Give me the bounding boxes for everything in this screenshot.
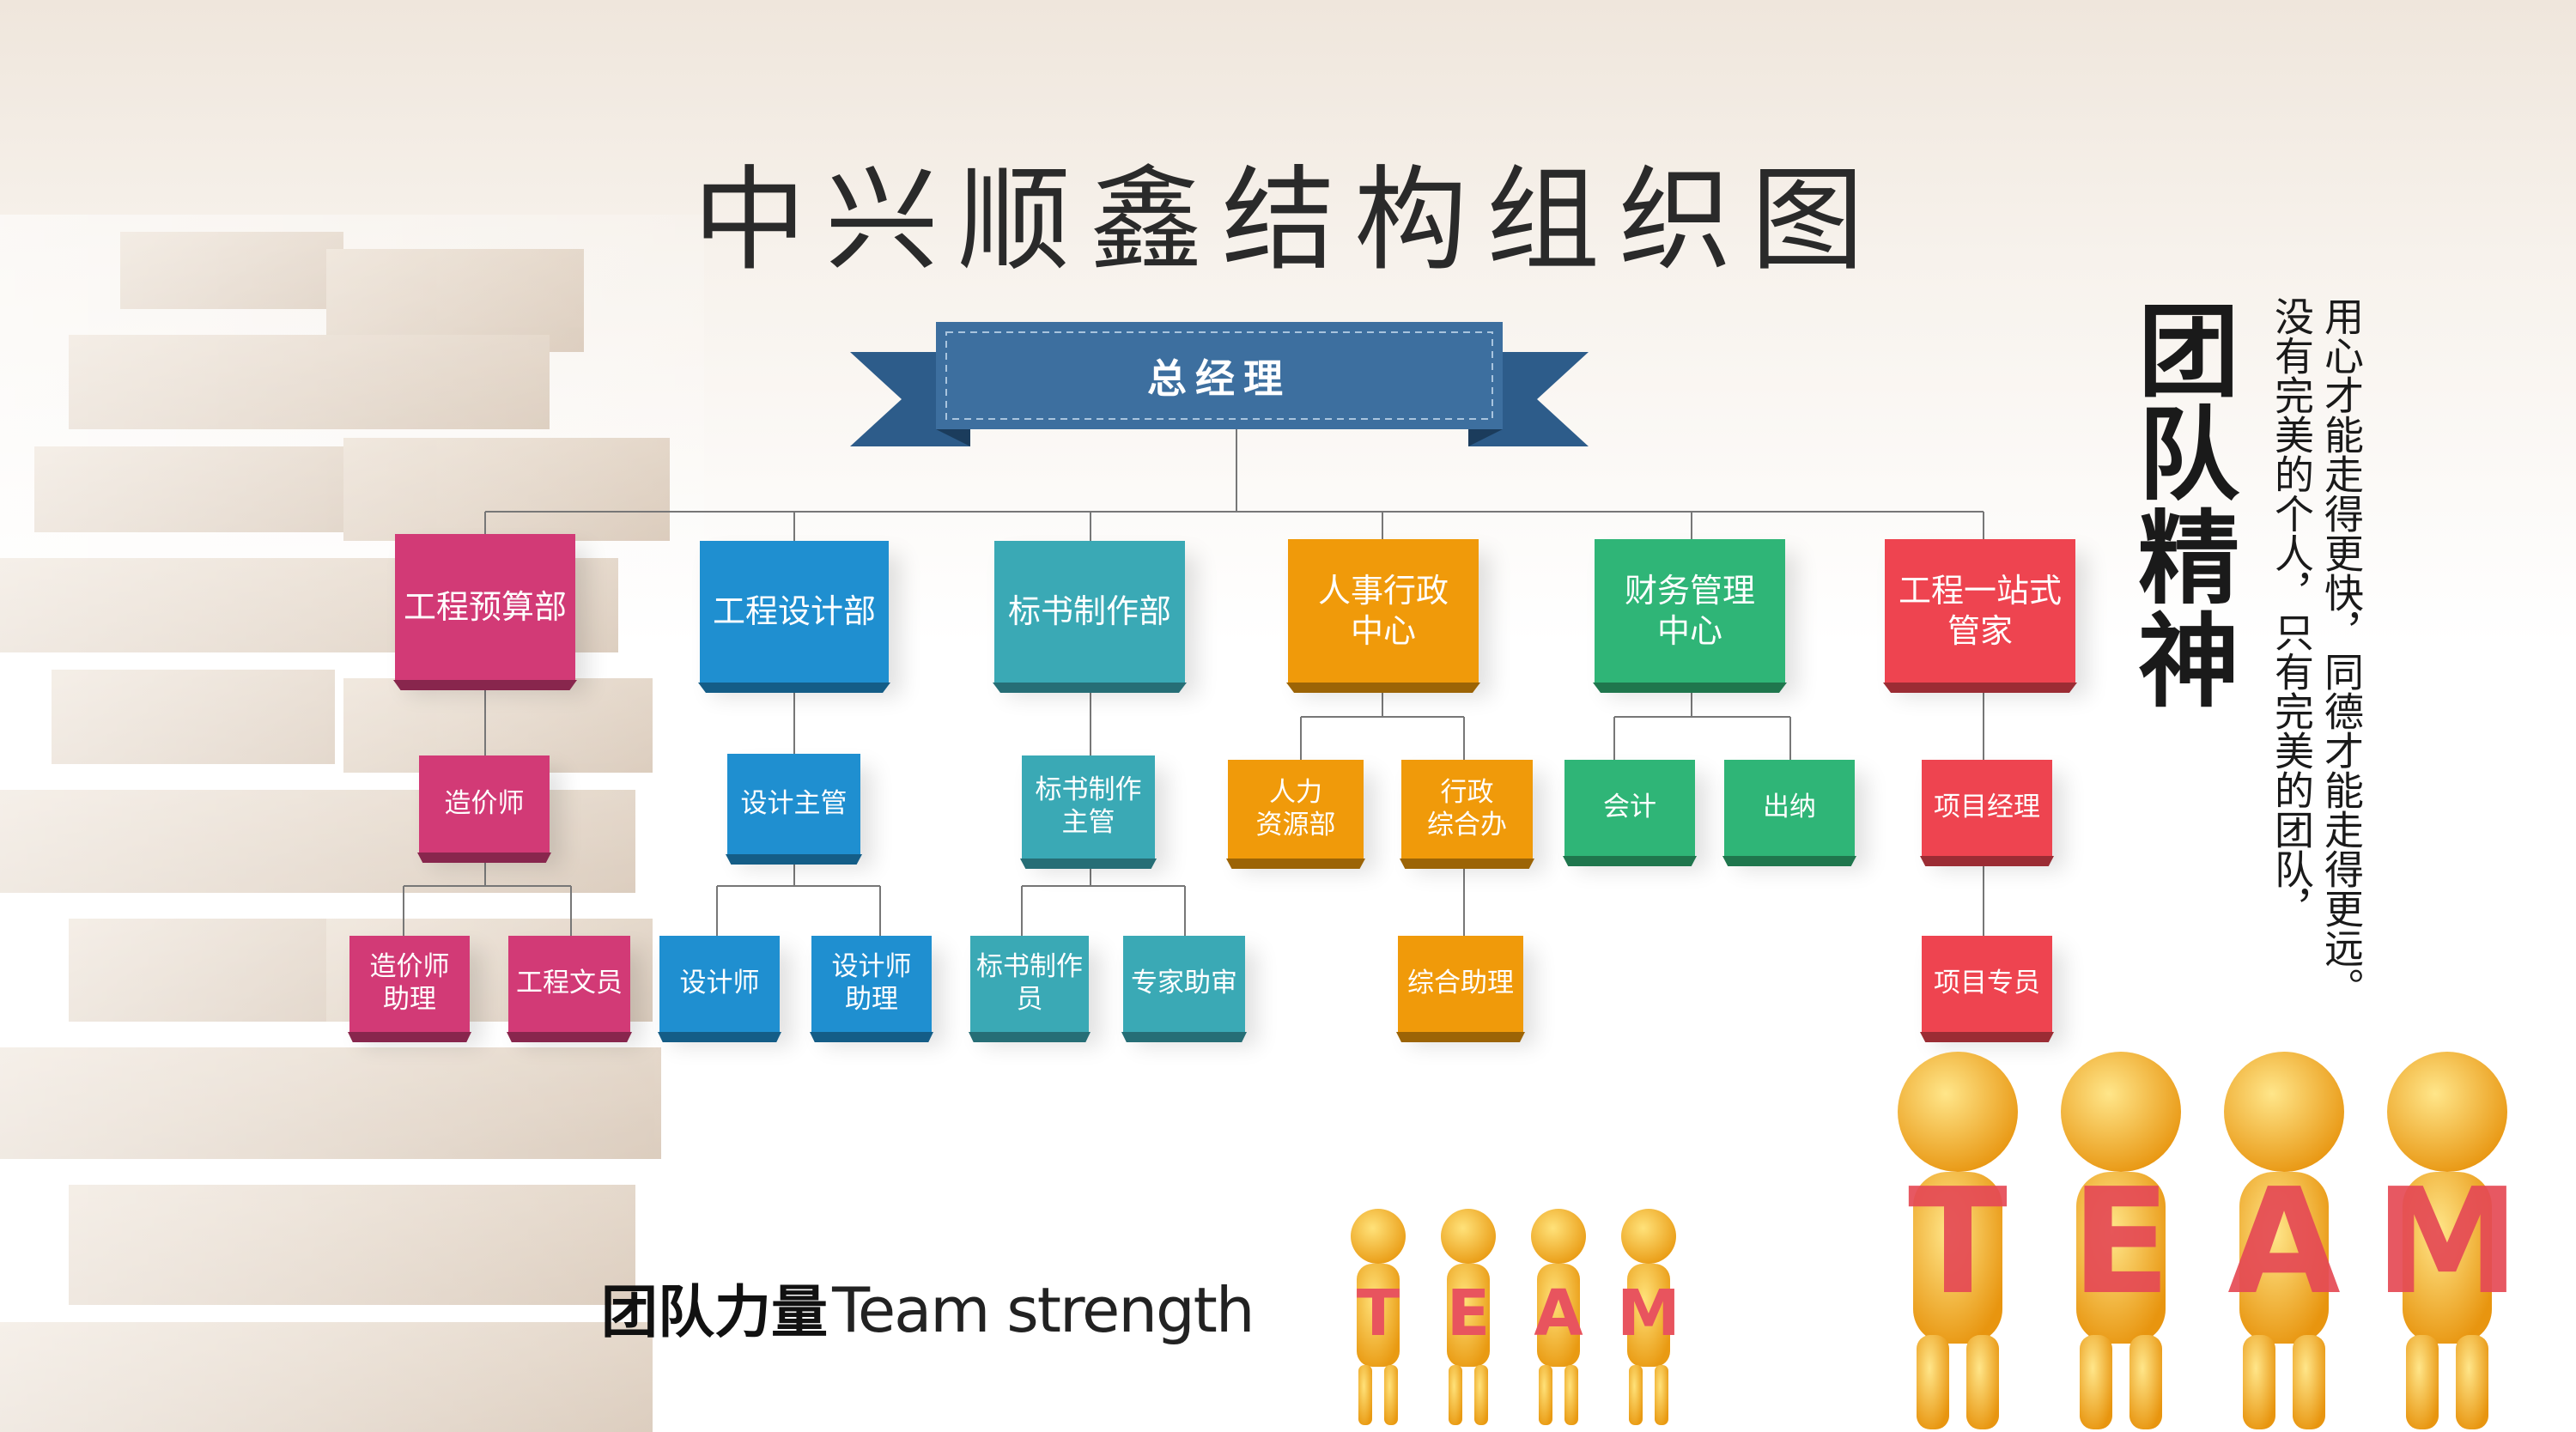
- team-spirit-heading: 团队精神: [2138, 293, 2240, 722]
- dept-hr-admin-center[interactable]: 人事行政 中心: [1288, 539, 1479, 683]
- slogan-line-2: 没有完美的个人，只有完美的团队，: [2269, 296, 2315, 928]
- big-letter-a: A: [2227, 1157, 2341, 1327]
- dept-bid-document[interactable]: 标书制作部: [994, 541, 1185, 683]
- node-general-assistant[interactable]: 综合助理: [1398, 936, 1523, 1032]
- node-hr-department[interactable]: 人力 资源部: [1228, 760, 1364, 859]
- team-strength-caption: 团队力量 Team strength: [601, 1266, 1255, 1349]
- node-cost-engineer-assistant[interactable]: 造价师 助理: [349, 936, 470, 1032]
- node-bid-producer[interactable]: 标书制作 员: [970, 936, 1089, 1032]
- big-letter-e: E: [2071, 1157, 2171, 1327]
- dept-engineering-design[interactable]: 工程设计部: [700, 541, 889, 683]
- big-letter-t: T: [1908, 1157, 2008, 1327]
- node-cost-engineer[interactable]: 造价师: [419, 755, 550, 853]
- team-strength-cn: 团队力量: [601, 1279, 828, 1345]
- node-designer-assistant[interactable]: 设计师 助理: [811, 936, 932, 1032]
- page-title: 中兴顺鑫结构组织图: [693, 155, 1883, 287]
- node-cashier[interactable]: 出纳: [1724, 760, 1855, 856]
- node-engineering-clerk[interactable]: 工程文员: [508, 936, 630, 1032]
- node-design-supervisor[interactable]: 设计主管: [727, 754, 860, 854]
- big-letter-m: M: [2374, 1157, 2519, 1327]
- small-letter-m: M: [1617, 1277, 1680, 1350]
- root-ribbon-banner: [850, 322, 1589, 446]
- dept-finance-center[interactable]: 财务管理 中心: [1595, 539, 1785, 683]
- dept-engineering-budget[interactable]: 工程预算部: [395, 534, 575, 680]
- node-expert-reviewer-assistant[interactable]: 专家助审: [1123, 936, 1245, 1032]
- small-team-figures-illustration: T E A M: [1351, 1209, 1680, 1425]
- small-letter-a: A: [1534, 1277, 1583, 1350]
- dept-one-stop-engineering[interactable]: 工程一站式 管家: [1885, 539, 2075, 683]
- root-node-label: 总经理: [1147, 355, 1291, 402]
- big-team-figures-illustration: T E A M: [1898, 1052, 2520, 1429]
- node-project-manager[interactable]: 项目经理: [1922, 760, 2052, 856]
- team-strength-en: Team strength: [832, 1274, 1255, 1346]
- node-project-specialist[interactable]: 项目专员: [1922, 936, 2052, 1032]
- small-letter-e: E: [1447, 1277, 1491, 1350]
- slogan-line-1: 用心才能走得更快，同德才能走得更远。: [2318, 296, 2365, 1007]
- root-node-general-manager[interactable]: 总经理: [936, 322, 1503, 429]
- small-letter-t: T: [1357, 1277, 1400, 1350]
- node-admin-office[interactable]: 行政 综合办: [1401, 760, 1533, 859]
- node-accountant[interactable]: 会计: [1564, 760, 1695, 856]
- node-designer[interactable]: 设计师: [659, 936, 780, 1032]
- team-spirit-slogan: 用心才能走得更快，同德才能走得更远。 没有完美的个人，只有完美的团队，: [2267, 296, 2366, 1035]
- node-bid-supervisor[interactable]: 标书制作 主管: [1022, 755, 1155, 859]
